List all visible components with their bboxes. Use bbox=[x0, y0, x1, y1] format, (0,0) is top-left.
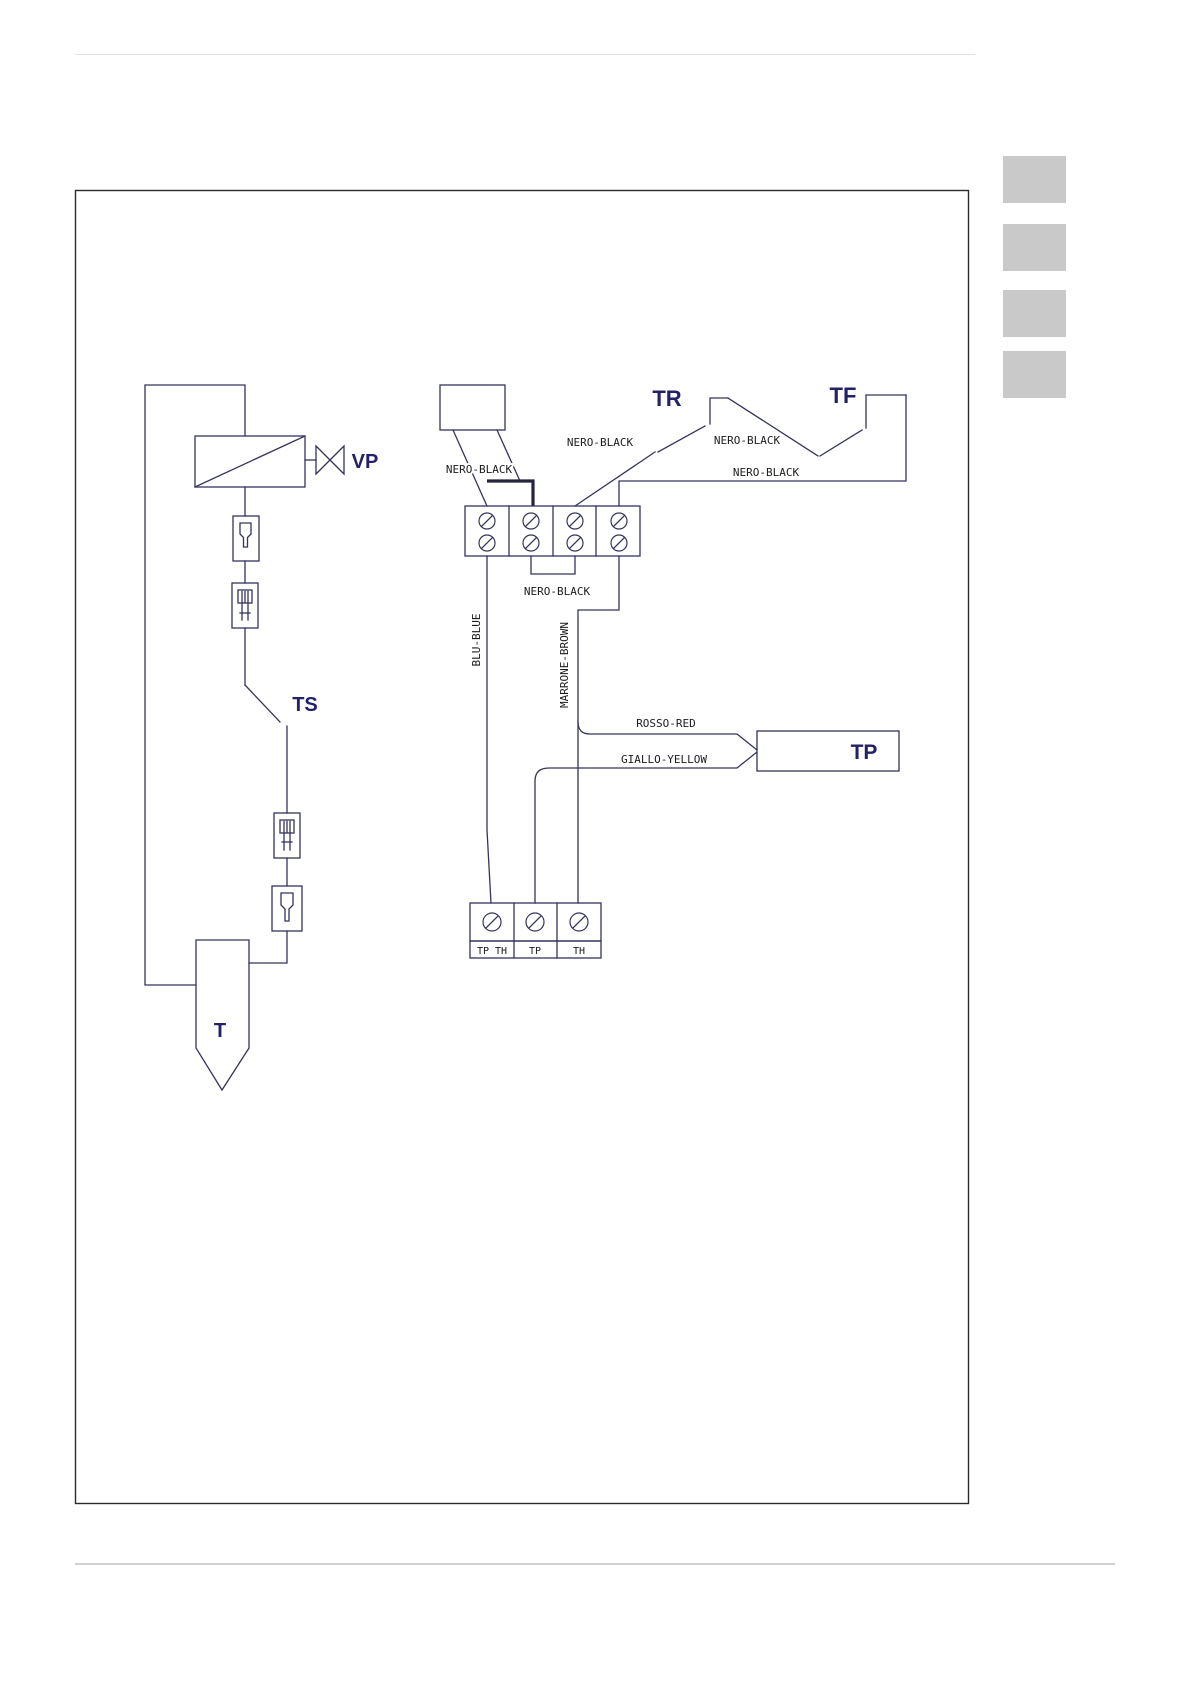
side-marker-2 bbox=[1003, 224, 1066, 271]
screw-terminal-icon bbox=[566, 512, 584, 530]
screw-terminal-icon bbox=[482, 912, 502, 932]
tf-return-wire bbox=[618, 394, 907, 507]
blue-wire bbox=[486, 555, 492, 904]
tp-box bbox=[756, 730, 900, 772]
screw-terminal-icon bbox=[569, 912, 589, 932]
brown-wire bbox=[577, 555, 620, 904]
ts-switch-blade bbox=[244, 684, 281, 723]
header-rule bbox=[75, 54, 975, 55]
junction-box-lead-right bbox=[496, 429, 521, 482]
tr-stub-wire bbox=[709, 397, 729, 425]
yellow-wire bbox=[534, 751, 758, 904]
jumper-wire bbox=[530, 555, 576, 575]
ts-label: TS bbox=[292, 694, 318, 716]
screw-terminal-icon bbox=[566, 534, 584, 552]
terminal-label-3: TH bbox=[573, 946, 585, 957]
tr-label: TR bbox=[652, 386, 681, 411]
side-marker-3 bbox=[1003, 290, 1066, 337]
connector-symbol-3 bbox=[273, 812, 301, 859]
junction-box-lead-left bbox=[452, 429, 488, 507]
terminal-block-upper bbox=[464, 505, 641, 557]
thick-jumper-wire bbox=[487, 479, 535, 506]
vp-valve-icon bbox=[315, 444, 345, 476]
giallo-yellow-label: GIALLO-YELLOW bbox=[621, 753, 707, 766]
tf-label: TF bbox=[830, 383, 857, 408]
connector-symbol-4 bbox=[271, 885, 303, 932]
nero-black-label-3: NERO-BLACK bbox=[714, 434, 781, 447]
nero-black-label-4: NERO-BLACK bbox=[733, 466, 800, 479]
t-probe-symbol bbox=[195, 939, 250, 1092]
screw-terminal-icon bbox=[610, 512, 628, 530]
screw-terminal-icon bbox=[525, 912, 545, 932]
screw-terminal-icon bbox=[478, 512, 496, 530]
tf-stub-wire bbox=[865, 394, 907, 429]
terminal-label-1: TP TH bbox=[477, 946, 507, 957]
tp-label: TP bbox=[851, 741, 878, 764]
screw-terminal-icon bbox=[522, 512, 540, 530]
rosso-red-label: ROSSO-RED bbox=[636, 717, 696, 730]
screw-terminal-icon bbox=[478, 534, 496, 552]
terminal-label-2: TP bbox=[529, 946, 541, 957]
connector-symbol-1 bbox=[232, 515, 260, 562]
left-rail-wire bbox=[144, 384, 246, 986]
side-marker-1 bbox=[1003, 156, 1066, 203]
t-label: T bbox=[214, 1020, 226, 1042]
wire-segment bbox=[248, 930, 288, 964]
side-marker-4 bbox=[1003, 351, 1066, 398]
red-wire bbox=[577, 721, 758, 751]
tf-switch-blade bbox=[819, 429, 863, 457]
junction-box bbox=[439, 384, 506, 431]
tr-switch-blade bbox=[657, 425, 706, 453]
blu-blue-label: BLU-BLUE bbox=[470, 614, 483, 667]
connector-symbol-2 bbox=[231, 582, 259, 629]
nero-black-label-1: NERO-BLACK bbox=[446, 463, 513, 476]
screw-terminal-icon bbox=[610, 534, 628, 552]
tf-feed-wire bbox=[727, 397, 819, 457]
footer-rule bbox=[75, 1563, 1115, 1565]
left-circuit: VP TS bbox=[144, 384, 379, 1092]
terminal-block-lower: TP TH TP TH bbox=[469, 902, 602, 959]
vp-label: VP bbox=[352, 451, 379, 473]
terminal-label-strip bbox=[469, 940, 602, 959]
coil-box-symbol bbox=[194, 435, 306, 488]
tr-feed-wire bbox=[574, 451, 656, 507]
nero-black-label-5: NERO-BLACK bbox=[524, 585, 591, 598]
right-circuit: NERO-BLACK NERO-BLACK TR NERO-BLACK TF N… bbox=[439, 383, 907, 959]
marrone-brown-label: MARRONE-BROWN bbox=[558, 622, 571, 708]
nero-black-label-2: NERO-BLACK bbox=[567, 436, 634, 449]
screw-terminal-icon bbox=[522, 534, 540, 552]
diagram-frame bbox=[74, 189, 970, 1505]
